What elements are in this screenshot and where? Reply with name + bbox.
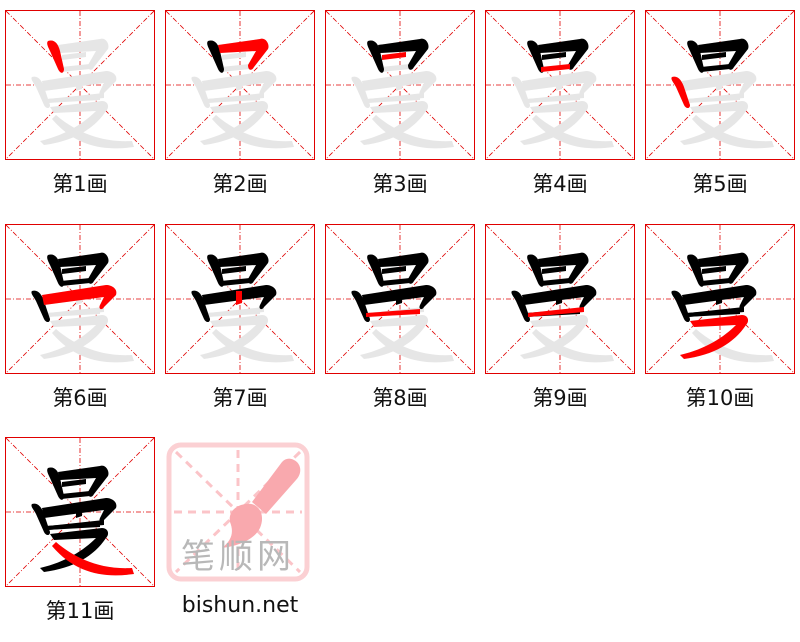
stroke-diagram-icon: [486, 11, 634, 159]
step-label: 第11画: [45, 599, 115, 623]
character-grid-box: [5, 224, 155, 374]
bishun-logo: 笔顺网: [166, 442, 310, 582]
step-label: 第7画: [212, 386, 268, 410]
step-label: 第8画: [372, 386, 428, 410]
logo-text: 笔顺网: [181, 537, 295, 577]
character-grid-box: [325, 10, 475, 160]
stroke-diagram-icon: [6, 225, 154, 373]
stroke-diagram-icon: [166, 225, 314, 373]
step-label: 第9画: [532, 386, 588, 410]
site-name: bishun.net: [181, 593, 299, 618]
stroke-diagram-icon: [326, 225, 474, 373]
step-label: 第2画: [212, 172, 268, 196]
character-grid-box: [5, 437, 155, 587]
character-grid-box: [645, 224, 795, 374]
character-grid-box: [5, 10, 155, 160]
step-label: 第10画: [685, 386, 755, 410]
step-label: 第5画: [692, 172, 748, 196]
step-label: 第3画: [372, 172, 428, 196]
step-label: 第1画: [52, 172, 108, 196]
stroke-diagram-icon: [486, 225, 634, 373]
character-grid-box: [645, 10, 795, 160]
character-grid-box: [165, 224, 315, 374]
character-grid-box: [165, 10, 315, 160]
step-label: 第4画: [532, 172, 588, 196]
character-grid-box: [485, 10, 635, 160]
stroke-diagram-icon: [646, 225, 794, 373]
step-label: 第6画: [52, 386, 108, 410]
brush-icon: 笔顺网: [166, 442, 310, 582]
character-grid-box: [325, 224, 475, 374]
stroke-diagram-icon: [6, 11, 154, 159]
stroke-diagram-icon: [646, 11, 794, 159]
character-grid-box: [485, 224, 635, 374]
stroke-diagram-icon: [166, 11, 314, 159]
stroke-diagram-icon: [6, 438, 154, 586]
stroke-diagram-icon: [326, 11, 474, 159]
